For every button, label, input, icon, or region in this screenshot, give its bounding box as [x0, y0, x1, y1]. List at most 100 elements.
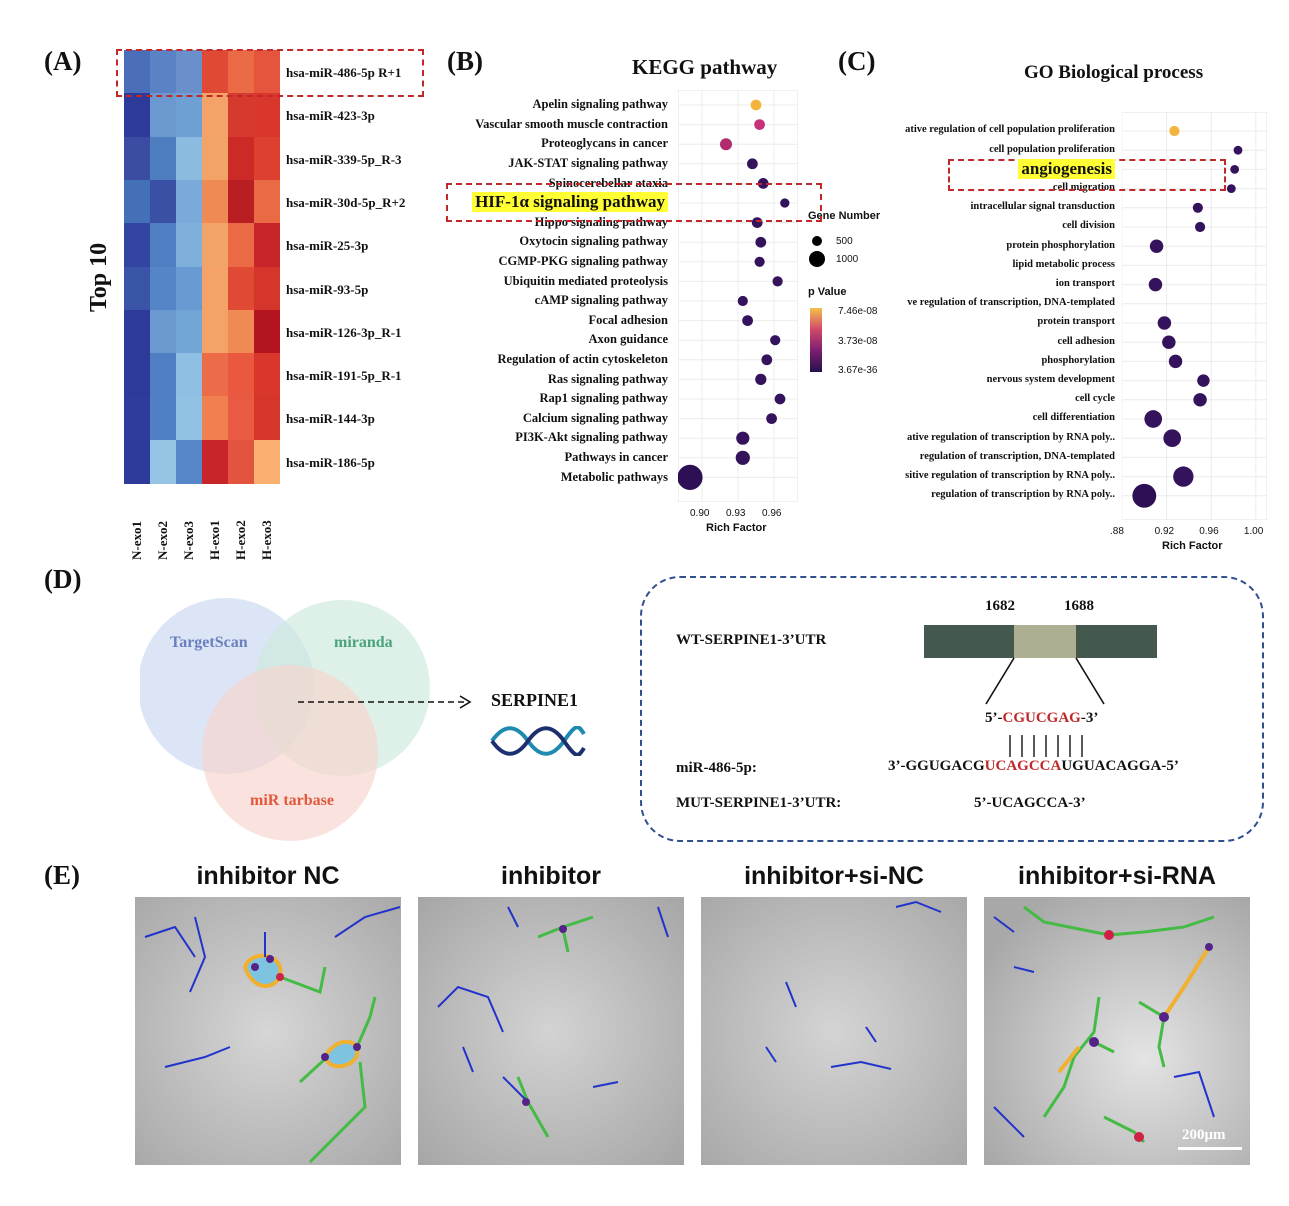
heatmap-cell	[228, 266, 254, 311]
kegg-title: KEGG pathway	[632, 55, 778, 79]
x-tick-label: 1.00	[1243, 526, 1264, 537]
heatmap-column-label: H-exo3	[259, 520, 274, 560]
x-tick-label: 0.96	[1199, 526, 1219, 537]
heatmap-row-label: hsa-miR-126-3p_R-1	[286, 324, 402, 340]
wt-seed-sequence: 5’-CGUCGAG-3’	[985, 710, 1099, 726]
category-label: Proteoglycans in cancer	[541, 136, 668, 151]
heatmap-cell	[228, 439, 254, 484]
data-point	[1168, 354, 1183, 369]
tube-image-inhibitor-si-nc	[701, 897, 967, 1165]
heatmap-cell	[202, 309, 228, 354]
heatmap-cell	[202, 136, 228, 181]
heatmap-cell	[254, 223, 280, 268]
color-legend-mid: 3.73e-08	[838, 336, 878, 347]
heatmap-cell	[150, 223, 176, 268]
heatmap-cell	[254, 136, 280, 181]
data-point	[755, 236, 767, 248]
tube-title-inhibitor-si-nc: inhibitor+si-NC	[744, 862, 924, 890]
category-label: Apelin signaling pathway	[532, 97, 668, 112]
category-label: ative regulation of transcription by RNA…	[906, 431, 1115, 443]
heatmap-cell	[176, 136, 202, 181]
heatmap-cell	[176, 223, 202, 268]
data-point	[1157, 316, 1172, 330]
heatmap-cell	[176, 179, 202, 224]
heatmap-cell	[150, 309, 176, 354]
heatmap-cell	[124, 136, 150, 181]
category-label: CGMP-PKG signaling pathway	[498, 254, 668, 269]
utr-bar-left	[924, 625, 1014, 658]
kegg-x-label: Rich Factor	[706, 522, 767, 534]
highlight-box-hif1a	[446, 183, 822, 222]
heatmap-cell	[176, 93, 202, 138]
data-point	[1230, 164, 1240, 174]
heatmap-cell	[228, 396, 254, 441]
kegg-color-legend-title: p Value	[808, 286, 847, 298]
category-label: cell differentiation	[1032, 412, 1115, 424]
category-label: cAMP signaling pathway	[534, 293, 668, 308]
data-point	[747, 158, 758, 170]
data-point	[678, 464, 703, 490]
heatmap-cell	[202, 266, 228, 311]
heatmap-row-label: hsa-miR-423-3p	[286, 108, 375, 124]
heatmap-cell	[176, 266, 202, 311]
category-label: PI3K-Akt signaling pathway	[515, 430, 668, 445]
heatmap-cell	[228, 93, 254, 138]
heatmap-cell	[124, 353, 150, 398]
venn-label-miranda: miranda	[334, 634, 393, 651]
data-point	[1226, 184, 1236, 194]
heatmap-cell	[124, 223, 150, 268]
heatmap-cell	[228, 309, 254, 354]
heatmap-cell	[254, 179, 280, 224]
data-point	[780, 198, 790, 208]
size-legend-500: 500	[836, 236, 853, 247]
category-label: Ubiquitin mediated proteolysis	[503, 273, 668, 288]
heatmap-column-label: H-exo1	[207, 520, 222, 560]
panel-label-e: (E)	[44, 860, 80, 890]
data-point	[737, 295, 748, 307]
size-legend-dot-large	[809, 251, 825, 267]
heatmap-cell	[228, 50, 254, 94]
seed-end-position: 1688	[1064, 598, 1094, 614]
category-label: Spinocerebellar ataxia	[548, 175, 668, 190]
panel-label-c: (C)	[838, 46, 876, 76]
data-point	[1194, 221, 1206, 233]
size-legend-dot-small	[812, 236, 822, 246]
scale-bar	[1178, 1147, 1242, 1150]
heatmap-column-label: N-exo3	[181, 521, 196, 560]
heatmap-cell	[124, 179, 150, 224]
heatmap-row-label: hsa-miR-339-5p_R-3	[286, 151, 402, 167]
venn-diagram	[140, 598, 430, 841]
highlight-box-mir486	[116, 49, 424, 97]
tube-title-inhibitor-si-rna: inhibitor+si-RNA	[1018, 862, 1216, 890]
mut-utr-label: MUT-SERPINE1-3’UTR:	[676, 795, 842, 811]
tube-title-inhibitor: inhibitor	[501, 862, 601, 890]
category-label: cell cycle	[1075, 393, 1115, 405]
pairing-lines	[1009, 735, 1083, 757]
heatmap-cell	[150, 439, 176, 484]
heatmap-row-label: hsa-miR-25-3p	[286, 238, 369, 254]
heatmap-row-label: hsa-miR-486-5p R+1	[286, 65, 402, 80]
heatmap-cell	[254, 266, 280, 311]
x-tick-label: 0.90	[690, 508, 710, 519]
dna-icon	[490, 726, 586, 756]
heatmap-cell	[150, 353, 176, 398]
x-tick-label: 0.93	[726, 508, 746, 519]
tube-image-inhibitor	[418, 897, 684, 1165]
x-tick-label: 0.92	[1154, 526, 1175, 537]
heatmap-column-label: N-exo2	[155, 521, 170, 560]
data-point	[1132, 483, 1157, 508]
heatmap-cell	[150, 396, 176, 441]
category-label: intracellular signal transduction	[970, 201, 1115, 213]
wt-utr-label: WT-SERPINE1-3’UTR	[676, 632, 827, 648]
mut-sequence: 5’-UCAGCCA-3’	[974, 795, 1086, 811]
heatmap-cell	[254, 309, 280, 354]
data-point	[1162, 335, 1176, 349]
color-legend-bar	[810, 308, 822, 372]
heatmap-cell	[228, 353, 254, 398]
heatmap-cell	[124, 439, 150, 484]
heatmap-column-label: N-exo1	[129, 521, 144, 560]
heatmap-cell	[176, 353, 202, 398]
go-title: GO Biological process	[1024, 62, 1204, 83]
heatmap-cell	[228, 223, 254, 268]
data-point	[1144, 410, 1163, 428]
